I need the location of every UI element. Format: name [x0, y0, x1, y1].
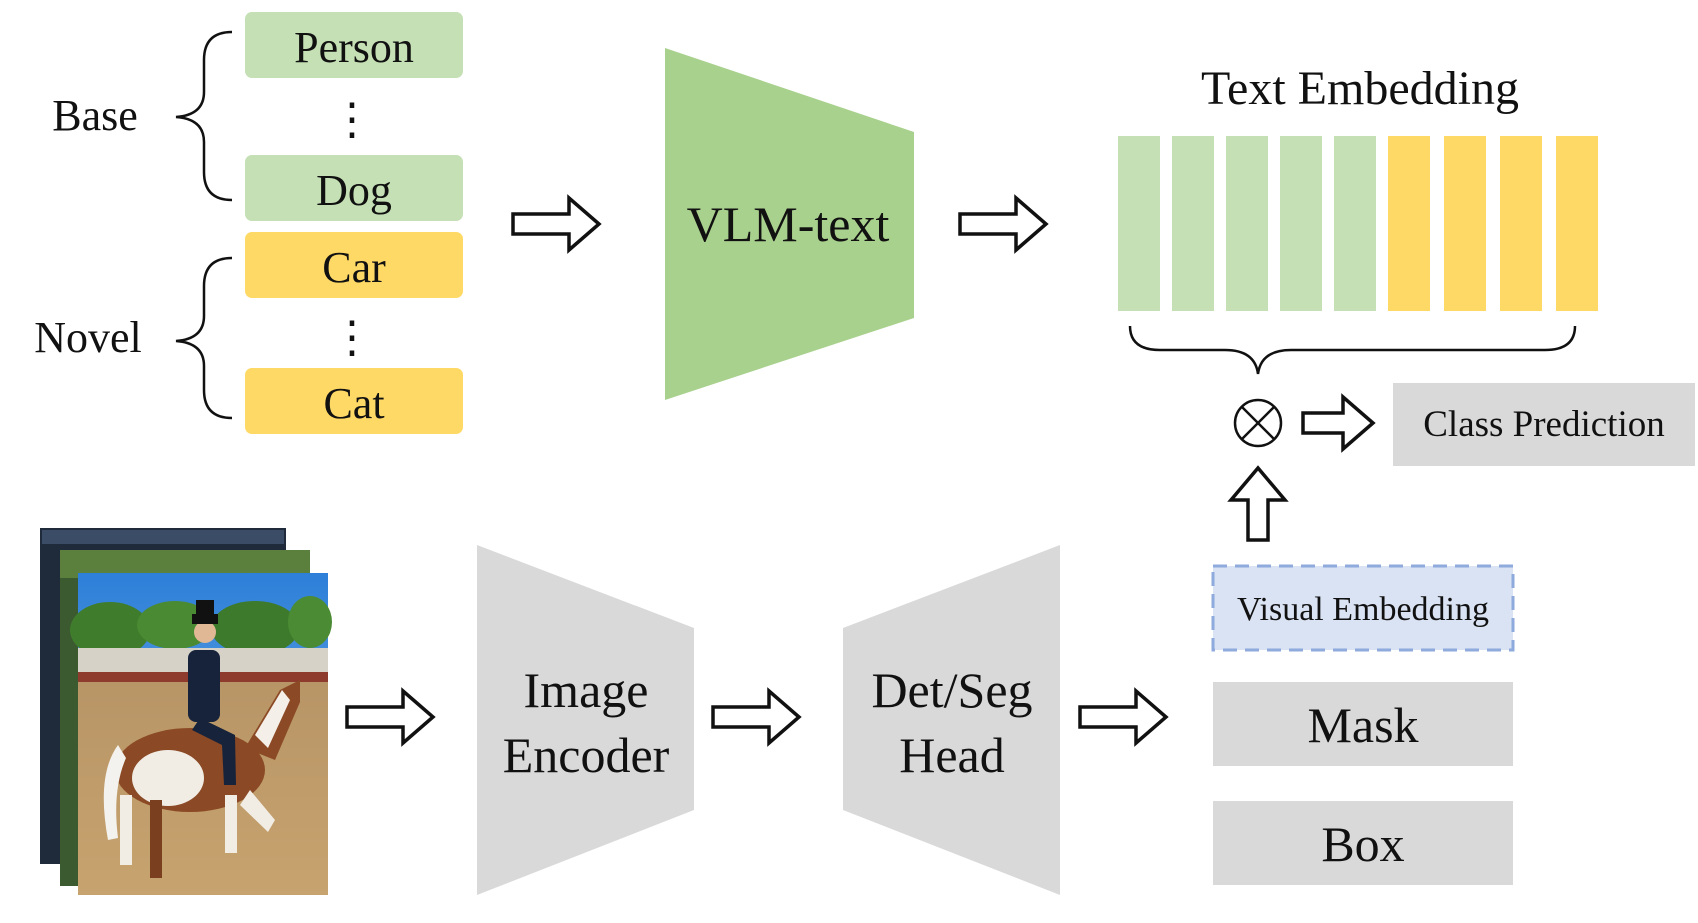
- novel-group-label: Novel: [34, 313, 142, 362]
- embedding-bar-novel: [1556, 136, 1598, 311]
- arrow-up-icon: [1227, 465, 1289, 542]
- novel-brace: [175, 256, 233, 420]
- arrow-right-icon: [1301, 393, 1376, 453]
- arrow-right-icon: [345, 689, 435, 745]
- text-embedding-bars: [1118, 136, 1598, 311]
- vdots-novel: ⋮: [330, 313, 374, 362]
- vdots-base: ⋮: [330, 95, 374, 144]
- vlm-text-label: VLM-text: [687, 196, 890, 252]
- arrow-right-icon: [958, 196, 1048, 252]
- embedding-bar-base: [1172, 136, 1214, 311]
- embedding-bar-novel: [1388, 136, 1430, 311]
- det-seg-head-label-line2: Head: [899, 727, 1005, 783]
- embedding-bar-novel: [1500, 136, 1542, 311]
- embedding-bar-base: [1280, 136, 1322, 311]
- det-seg-head-label-line1: Det/Seg: [871, 662, 1032, 718]
- det-seg-head-module: Det/Seg Head: [843, 545, 1060, 895]
- arrow-right-icon: [511, 196, 601, 252]
- base-brace: [175, 30, 233, 202]
- image-encoder-label-line2: Encoder: [503, 727, 670, 783]
- class-box-car: Car: [245, 232, 463, 298]
- visual-embedding-box: Visual Embedding: [1211, 564, 1515, 652]
- base-group-label: Base: [52, 91, 138, 140]
- class-prediction-label: Class Prediction: [1423, 404, 1665, 445]
- embedding-brace: [1128, 325, 1577, 375]
- arrow-right-icon: [1078, 689, 1168, 745]
- mask-label: Mask: [1307, 697, 1418, 753]
- circled-times-icon: [1233, 398, 1283, 448]
- image-encoder-label-line1: Image: [524, 662, 649, 718]
- class-box-cat: Cat: [245, 368, 463, 434]
- embedding-bar-base: [1118, 136, 1160, 311]
- embedding-bar-base: [1226, 136, 1268, 311]
- mask-box: Mask: [1213, 682, 1513, 766]
- image-encoder-module: Image Encoder: [477, 545, 694, 895]
- class-label-car: Car: [322, 243, 386, 292]
- class-box-dog: Dog: [245, 155, 463, 221]
- class-box-person: Person: [245, 12, 463, 78]
- class-prediction-box: Class Prediction: [1393, 383, 1695, 466]
- text-embedding-title: Text Embedding: [1201, 62, 1519, 115]
- vlm-text-module: VLM-text: [665, 48, 914, 400]
- stacked-photo-icon: [40, 528, 332, 895]
- arrow-right-icon: [711, 689, 801, 745]
- class-label-person: Person: [294, 23, 414, 72]
- box-box: Box: [1213, 801, 1513, 885]
- visual-embedding-label: Visual Embedding: [1237, 591, 1489, 628]
- class-label-cat: Cat: [323, 379, 384, 428]
- embedding-bar-base: [1334, 136, 1376, 311]
- embedding-bar-novel: [1444, 136, 1486, 311]
- class-label-dog: Dog: [316, 166, 392, 215]
- box-label: Box: [1321, 816, 1404, 872]
